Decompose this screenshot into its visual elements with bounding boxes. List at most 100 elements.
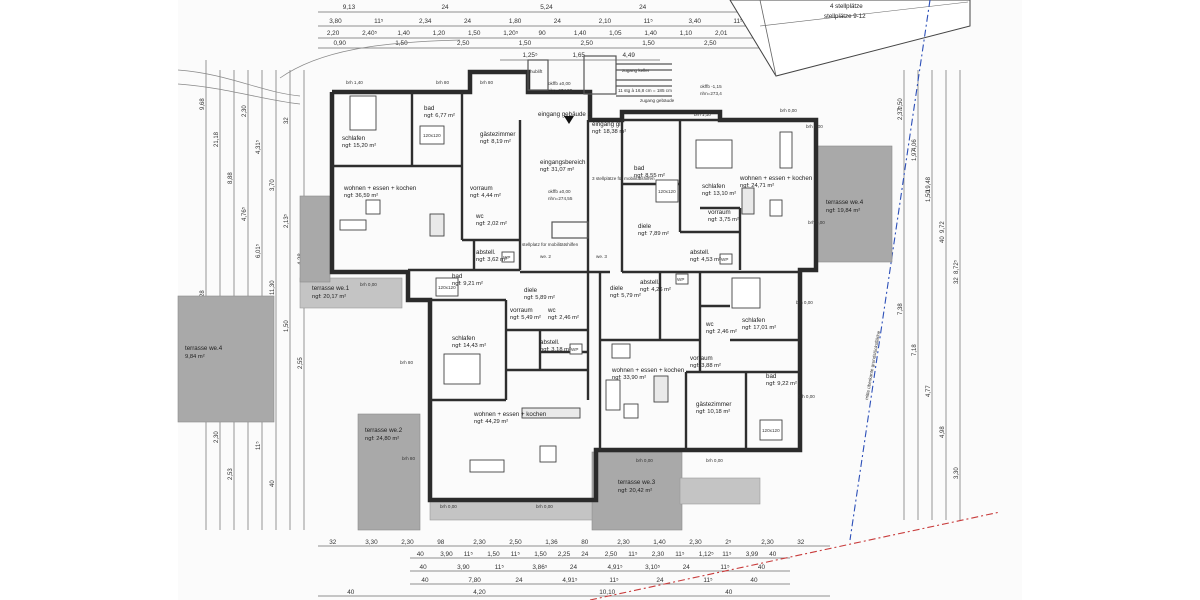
- level-a2: nhn=274,55: [548, 88, 573, 93]
- right-dim-10: 2,37⁵: [897, 105, 904, 120]
- bottom-dim-row2-0: 40: [417, 551, 425, 558]
- bottom-dim-row1-5: 2,50: [509, 539, 522, 546]
- bottom-dim-row1-0: 32: [329, 539, 337, 546]
- bottom-dim-row2-9: 11⁵: [628, 551, 638, 558]
- furniture: 120x120 120x120 120x120 120x120 WP WP WP…: [339, 95, 793, 473]
- bottom-dim-row3-1: 3,90: [457, 564, 470, 571]
- brh-label-12: brh 0,00: [706, 458, 723, 463]
- room-area-22: ngf: 44,29 m²: [474, 419, 508, 425]
- left-dim-14: 2,13⁵: [283, 213, 290, 228]
- top-dim-row5-1: 1,65: [573, 52, 586, 59]
- left-dim-12: 4,31⁵: [255, 139, 262, 154]
- room-area-15: ngf: 4,53 m²: [690, 257, 721, 263]
- parking-area: 4 stellplätze stellplätze 9-12: [729, 0, 971, 77]
- tub-label-2: 120x120: [658, 189, 676, 194]
- room-area-8: ngf: 18,38 m²: [592, 129, 626, 135]
- bed-we1: [349, 95, 377, 131]
- bottom-dim-row2-5: 1,50: [534, 551, 547, 558]
- room-area-3: ngf: 36,59 m²: [344, 193, 378, 199]
- room-area-16: ngf: 9,21 m²: [452, 281, 483, 287]
- left-dim-3: 4,76⁵: [241, 206, 248, 221]
- room-name-22: wohnen + essen + kochen: [473, 411, 547, 418]
- table-we4: [769, 199, 783, 217]
- level-b2: nhn=274,55: [548, 196, 573, 201]
- right-dim-8: 4,98: [940, 426, 946, 438]
- bottom-dim-row3-7: 24: [683, 564, 691, 571]
- bottom-dim-row2-3: 1,50: [487, 551, 500, 558]
- room-area-18: ngf: 5,49 m²: [510, 315, 541, 321]
- brh-label-10: brh 0,00: [536, 504, 553, 509]
- stairs-note: 11 stg à 16,8 cm = 185 cm: [618, 88, 672, 93]
- bottom-dim-row3-9: 40: [758, 564, 766, 571]
- wp-label-3: WP: [677, 277, 684, 282]
- terrace-label-3: terrasse we.3: [618, 479, 656, 486]
- room-name-26: schlafen: [742, 317, 766, 324]
- room-name-30: gästezimmer: [696, 401, 731, 408]
- brh-label-1: brh 80: [436, 80, 449, 85]
- brh-label-11: brh 0,00: [636, 458, 653, 463]
- right-dimension-chains: 1,504,0619,489,728,72⁵7,387,184,774,983,…: [897, 70, 961, 520]
- level-c: okffb -1,15: [700, 84, 722, 89]
- terrace-we2-step: [429, 499, 593, 521]
- bottom-dim-row2-11: 11⁵: [675, 551, 685, 558]
- room-name-4: vorraum: [470, 185, 493, 192]
- top-dim-row2-6: 2,10: [599, 18, 612, 25]
- terrace-we1: [299, 277, 403, 309]
- bottom-dim-row4-2: 24: [515, 577, 523, 584]
- top-dim-row3-5: 1,20⁵: [503, 30, 518, 37]
- top-dim-row2-0: 3,80: [329, 18, 342, 25]
- tub-label-4: 120x120: [762, 428, 780, 433]
- room-name-11: schlafen: [702, 183, 726, 190]
- top-dim-row2-8: 3,40: [689, 18, 702, 25]
- bottom-dim-row5-0: 40: [347, 589, 355, 596]
- room-name-17: diele: [524, 287, 538, 294]
- right-dim-3: 9,72: [940, 221, 946, 233]
- top-dim-row5-0: 1,25⁵: [523, 52, 538, 59]
- room-area-12: ngf: 24,71 m²: [740, 183, 774, 189]
- bottom-dim-row2-14: 3,99: [746, 551, 759, 558]
- bottom-dim-row1-1: 3,30: [365, 539, 378, 546]
- room-name-5: wc: [475, 213, 484, 220]
- shower-we2: [435, 277, 459, 297]
- level-a: okffb ±0,00: [548, 81, 571, 86]
- top-dim-row1-3: 24: [639, 4, 647, 11]
- wp-box-2: [719, 253, 733, 265]
- shower-we1: [419, 125, 445, 145]
- bottom-dim-row2-6: 2,25: [558, 551, 571, 558]
- terrace-label-2: terrasse we.2: [365, 427, 403, 434]
- bottom-dim-row1-7: 80: [581, 539, 589, 546]
- bottom-dim-row3-5: 4,91⁵: [608, 564, 623, 571]
- bottom-dim-row4-7: 40: [750, 577, 758, 584]
- top-dim-row2-4: 1,80: [509, 18, 522, 25]
- room-area-19: ngf: 2,46 m²: [548, 315, 579, 321]
- right-dim-0: 1,50: [898, 98, 904, 110]
- room-name-2: gästezimmer: [480, 131, 515, 138]
- top-dim-row2-7: 11⁵: [644, 18, 654, 25]
- left-dim-11: 2,30: [242, 105, 248, 117]
- room-name-19: wc: [547, 307, 556, 314]
- bottom-dim-row4-1: 7,80: [468, 577, 481, 584]
- terrace-label-4: terrasse we.4: [826, 199, 864, 206]
- bottom-dim-row2-13: 11⁵: [722, 551, 732, 558]
- bottom-dim-row3-4: 24: [570, 564, 578, 571]
- zugang-keller-label: zugang keller: [622, 68, 650, 73]
- room-name-12: wohnen + essen + kochen: [739, 175, 813, 182]
- bottom-dim-row4-6: 11⁵: [703, 577, 713, 584]
- bottom-dim-row2-1: 3,90: [440, 551, 453, 558]
- room-area-0: ngf: 15,20 m²: [342, 143, 376, 149]
- room-name-6: abstell.: [476, 249, 496, 256]
- bottom-dim-row1-10: 2,30: [689, 539, 702, 546]
- top-dim-row4-0: 0,90: [333, 40, 346, 47]
- top-dim-row1-1: 24: [442, 4, 450, 11]
- top-dim-row1-0: 9,13: [343, 4, 356, 11]
- left-dim-6: 1,50: [284, 320, 290, 332]
- room-name-15: abstell.: [690, 249, 710, 256]
- brh-label-0: brh 1,40: [346, 80, 363, 85]
- bottom-dim-row2-10: 2,30: [652, 551, 665, 558]
- top-dim-row3-1: 2,40⁵: [362, 30, 377, 37]
- level-b: okffb ±0,00: [548, 189, 571, 194]
- bottom-dim-row1-4: 2,30: [473, 539, 486, 546]
- room-area-13: ngf: 3,75 m²: [708, 217, 739, 223]
- bottom-dim-row1-13: 32: [797, 539, 805, 546]
- room-name-9: eingangsbereich: [540, 159, 586, 166]
